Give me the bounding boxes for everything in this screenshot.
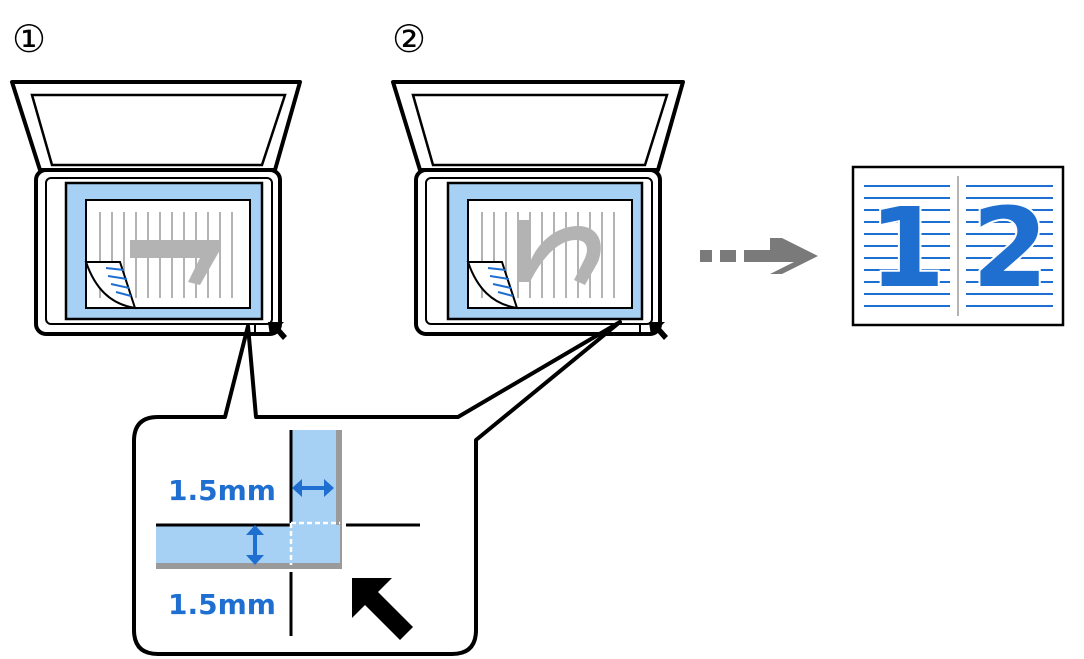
corner-mark-2-icon: [639, 322, 668, 340]
vertical-margin-label: 1.5mm: [168, 588, 276, 621]
step-2-number: ②: [392, 17, 426, 61]
result-page-right-digit: 2: [972, 184, 1049, 312]
vertical-margin-arrow-icon: [246, 525, 264, 565]
corner-mark-1-icon: [254, 322, 287, 340]
result-arrow-icon: [700, 238, 818, 274]
result-page: 1 2: [851, 165, 1065, 327]
margin-callout: 1.5mm 1.5mm: [132, 320, 622, 656]
step-1-number: ①: [12, 17, 46, 61]
scanner-2: [391, 80, 685, 340]
scanner-1: [10, 80, 302, 340]
corner-arrow-icon: [352, 578, 413, 640]
horizontal-margin-arrow-icon: [292, 479, 334, 497]
result-page-left-digit: 1: [869, 184, 946, 312]
horizontal-margin-label: 1.5mm: [168, 474, 276, 507]
